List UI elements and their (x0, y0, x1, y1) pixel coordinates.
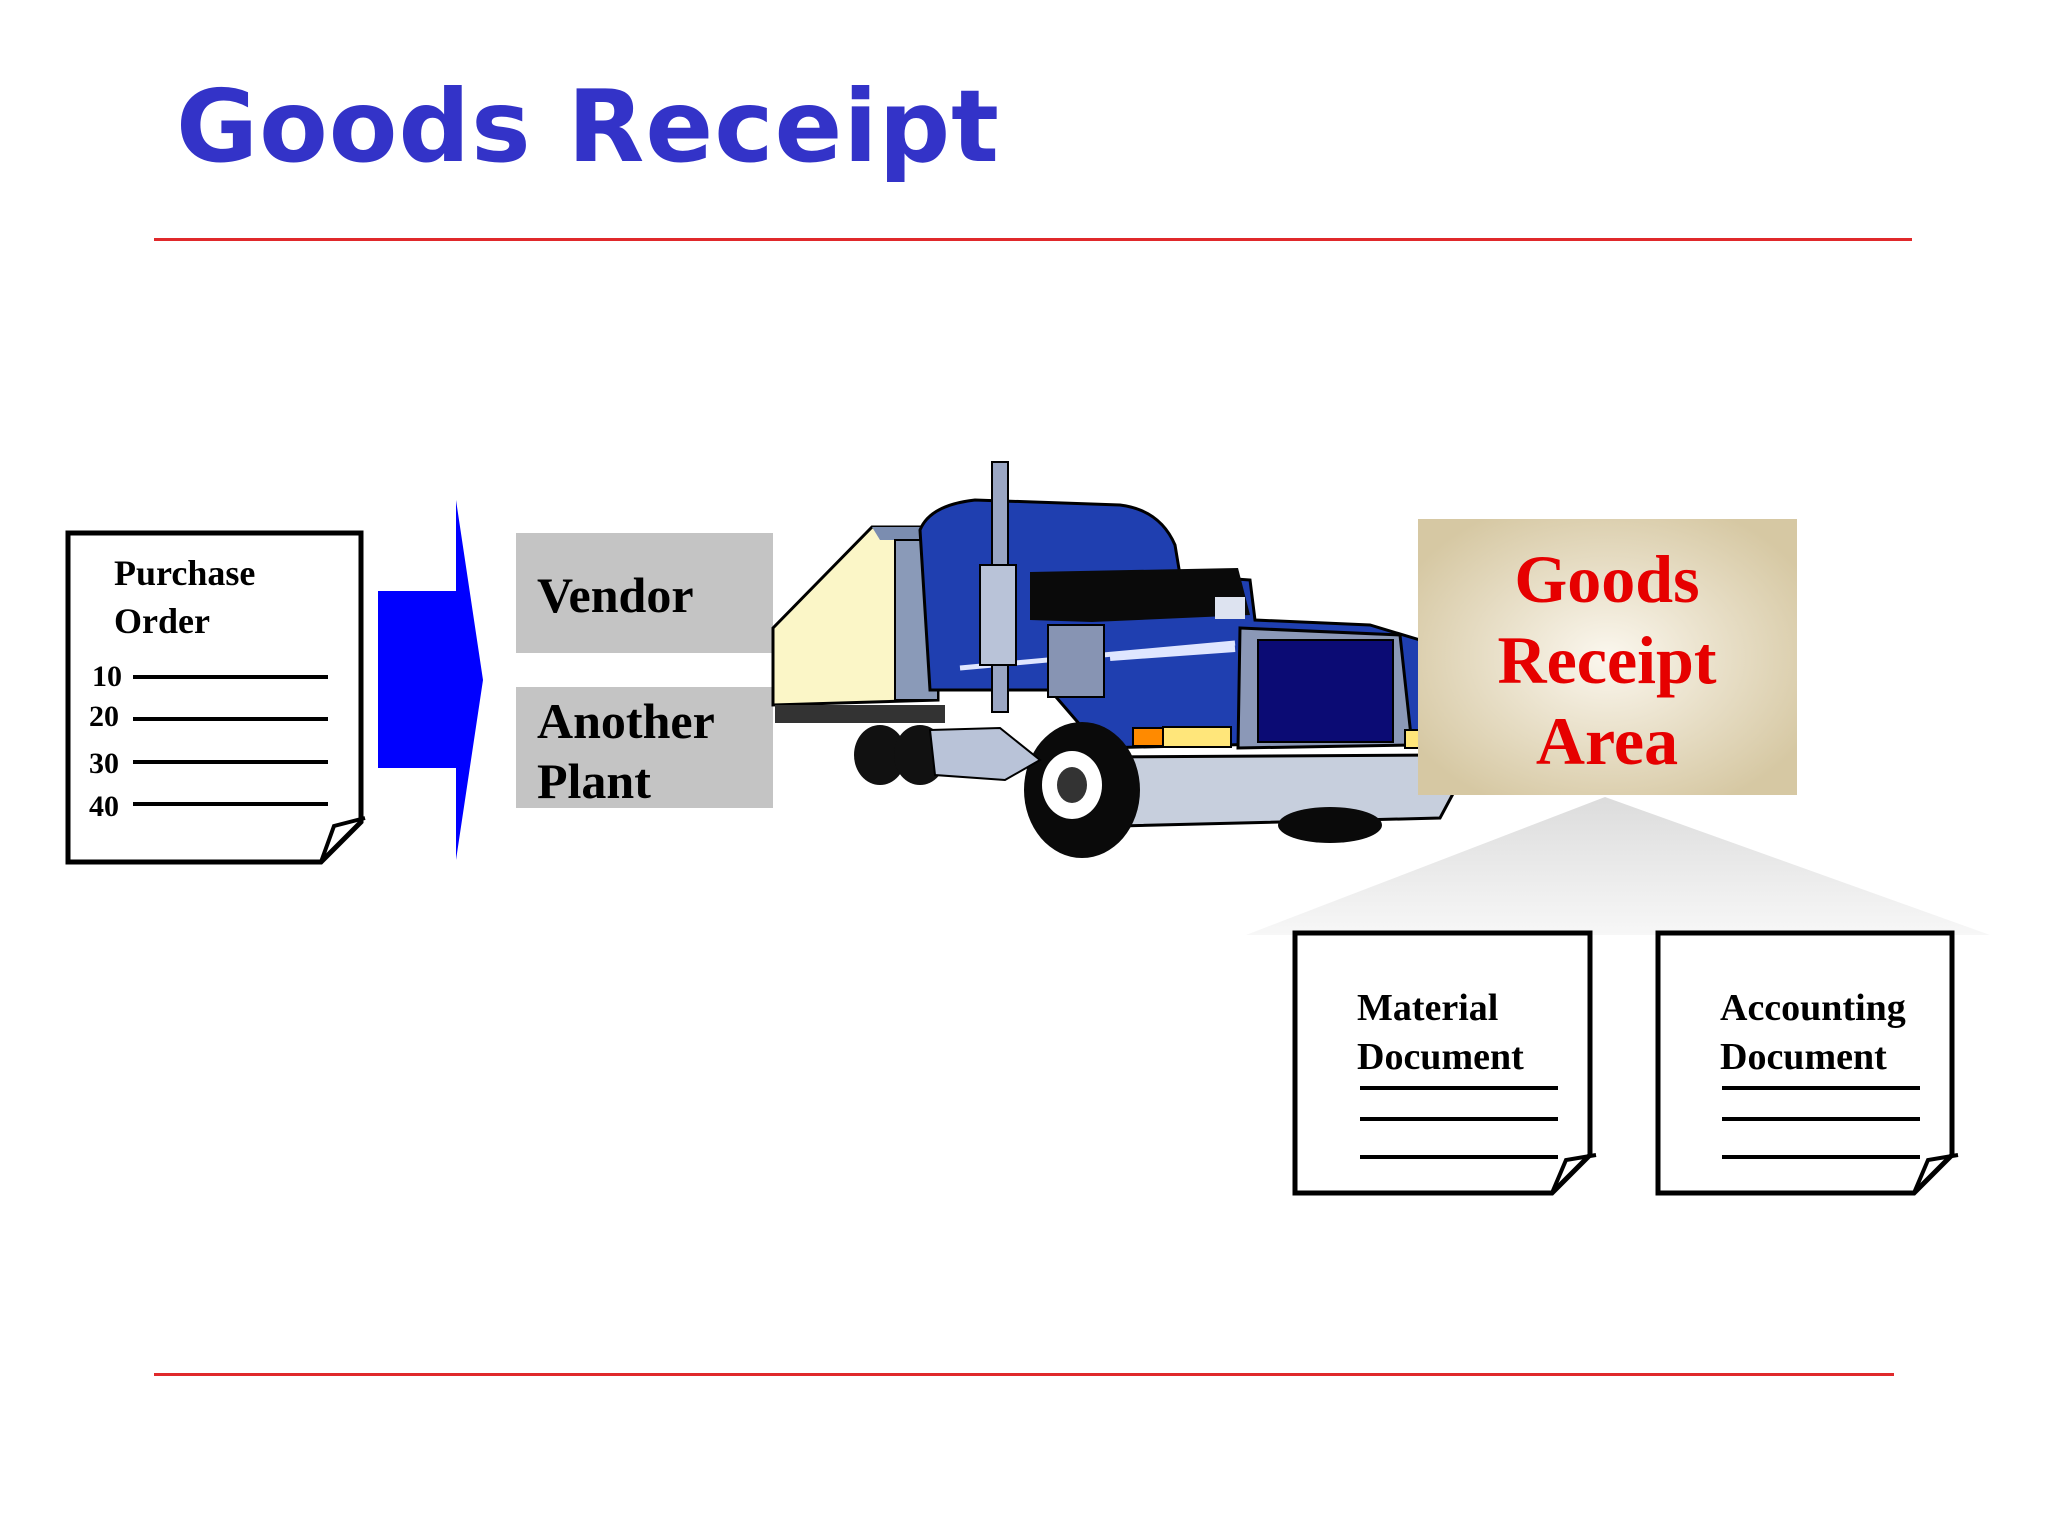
po-item-number: 30 (89, 747, 119, 780)
material-document-line1: Material (1357, 987, 1498, 1029)
document-fan-connector (1246, 797, 1990, 935)
goods-receipt-area-box: Goods Receipt Area (1418, 519, 1797, 795)
vendor-label: Vendor (537, 567, 694, 623)
delivery-truck-icon (771, 461, 1457, 858)
purchase-order-document: Purchase Order 10 20 30 40 (65, 530, 366, 865)
slide-title: Goods Receipt (176, 68, 1000, 185)
bottom-divider (154, 1373, 1894, 1376)
another-plant-box: Another Plant (516, 687, 773, 809)
another-plant-label-line2: Plant (537, 753, 651, 809)
vendor-box: Vendor (516, 533, 773, 653)
material-document-line2: Document (1357, 1036, 1524, 1078)
top-divider (154, 238, 1912, 241)
accounting-document-line2: Document (1720, 1036, 1887, 1078)
receipt-area-line3: Area (1536, 703, 1678, 779)
accounting-document-line1: Accounting (1720, 987, 1906, 1029)
purchase-order-title-line2: Order (114, 601, 210, 641)
receipt-area-line1: Goods (1514, 541, 1699, 617)
po-item-number: 10 (92, 660, 122, 693)
po-item-number: 40 (89, 790, 119, 823)
flow-arrow (378, 500, 483, 860)
purchase-order-title-line1: Purchase (114, 553, 255, 593)
accounting-document: Accounting Document (1655, 930, 1959, 1196)
another-plant-label-line1: Another (537, 693, 715, 749)
material-document: Material Document (1292, 930, 1597, 1196)
receipt-area-line2: Receipt (1497, 622, 1716, 698)
po-item-number: 20 (89, 700, 119, 733)
